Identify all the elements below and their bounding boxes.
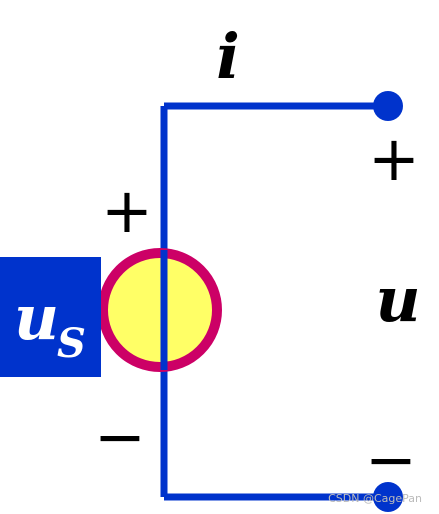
watermark: CSDN @CagePan [328,492,422,505]
port-minus-sign: − [365,423,417,496]
current-label: i [216,20,240,93]
source-plus-sign: + [101,174,153,247]
terminal-top [373,91,403,121]
source-label-box [0,257,101,377]
voltage-source [98,248,222,372]
port-plus-sign: + [368,122,420,195]
terminal-bottom [373,482,403,512]
voltage-label: u [375,263,420,336]
source-minus-sign: − [94,400,146,473]
source-label-subscript: S [57,320,86,367]
source-label-main: u [14,281,59,354]
